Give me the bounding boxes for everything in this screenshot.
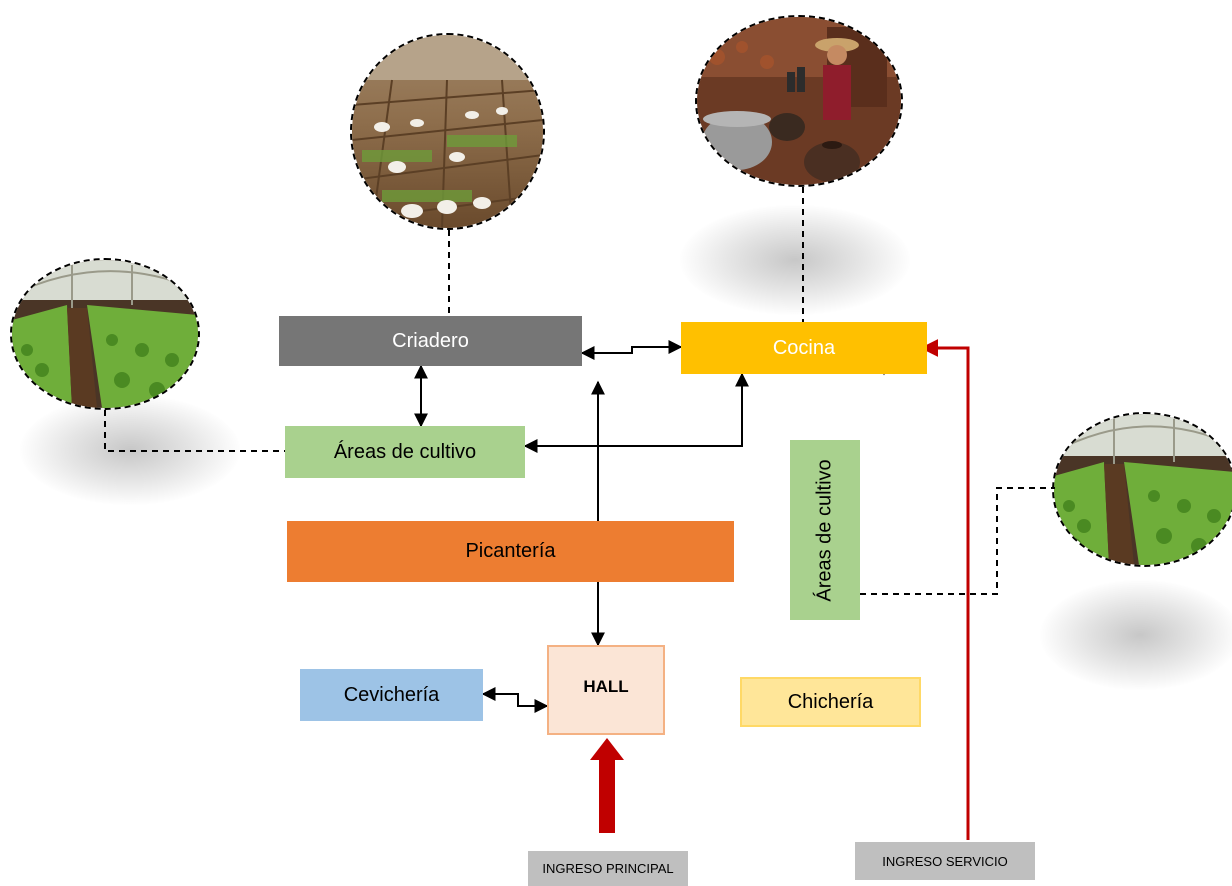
greenhouse-lettuce-icon	[12, 260, 198, 408]
cevicheria-box: Cevichería	[300, 669, 483, 721]
cultivo-right-photo-link	[860, 487, 1055, 595]
cultivo-right-label: Áreas de cultivo	[813, 458, 836, 602]
picanteria-label: Picantería	[465, 540, 556, 562]
main-entrance-arrow	[590, 738, 624, 833]
cevicheria-label: Cevichería	[343, 683, 440, 706]
criadero-box: Criadero	[279, 316, 582, 366]
chicheria-box: Chichería	[740, 677, 921, 727]
cultivo-cocina-link	[523, 372, 749, 453]
cocina-box: Cocina	[681, 322, 927, 374]
service-entrance-line	[920, 339, 970, 840]
hall-label: HALL	[583, 677, 629, 696]
criadero-cocina-link	[580, 340, 683, 360]
ingreso-principal-tag: INGRESO PRINCIPAL	[528, 851, 688, 886]
ingreso-principal-label: INGRESO PRINCIPAL	[542, 861, 674, 876]
ingreso-servicio-tag: INGRESO SERVICIO	[855, 842, 1035, 880]
cultivo-right-box: Áreas de cultivo	[790, 440, 860, 620]
cocina-photo	[695, 15, 903, 187]
cevicheria-hall-link	[481, 687, 549, 713]
cultivo-left-photo	[10, 258, 200, 410]
traditional-kitchen-icon	[697, 17, 901, 185]
cultivo-left-label: Áreas de cultivo	[333, 440, 477, 463]
cocina-label: Cocina	[772, 336, 836, 359]
cultivo-left-photo-link	[104, 410, 285, 452]
photo-shadow-cocina	[680, 205, 910, 315]
hall-box: HALL	[547, 645, 665, 735]
criadero-label: Criadero	[392, 329, 469, 352]
picanteria-box-main: Picantería	[287, 521, 734, 582]
photo-shadow-right	[1040, 580, 1232, 690]
ingreso-servicio-label: INGRESO SERVICIO	[882, 853, 1008, 869]
greenhouse-lettuce-icon	[1054, 414, 1232, 565]
chicheria-label: Chichería	[787, 690, 874, 713]
cultivo-left-box: Áreas de cultivo	[285, 426, 525, 478]
cultivo-right-photo	[1052, 412, 1232, 567]
